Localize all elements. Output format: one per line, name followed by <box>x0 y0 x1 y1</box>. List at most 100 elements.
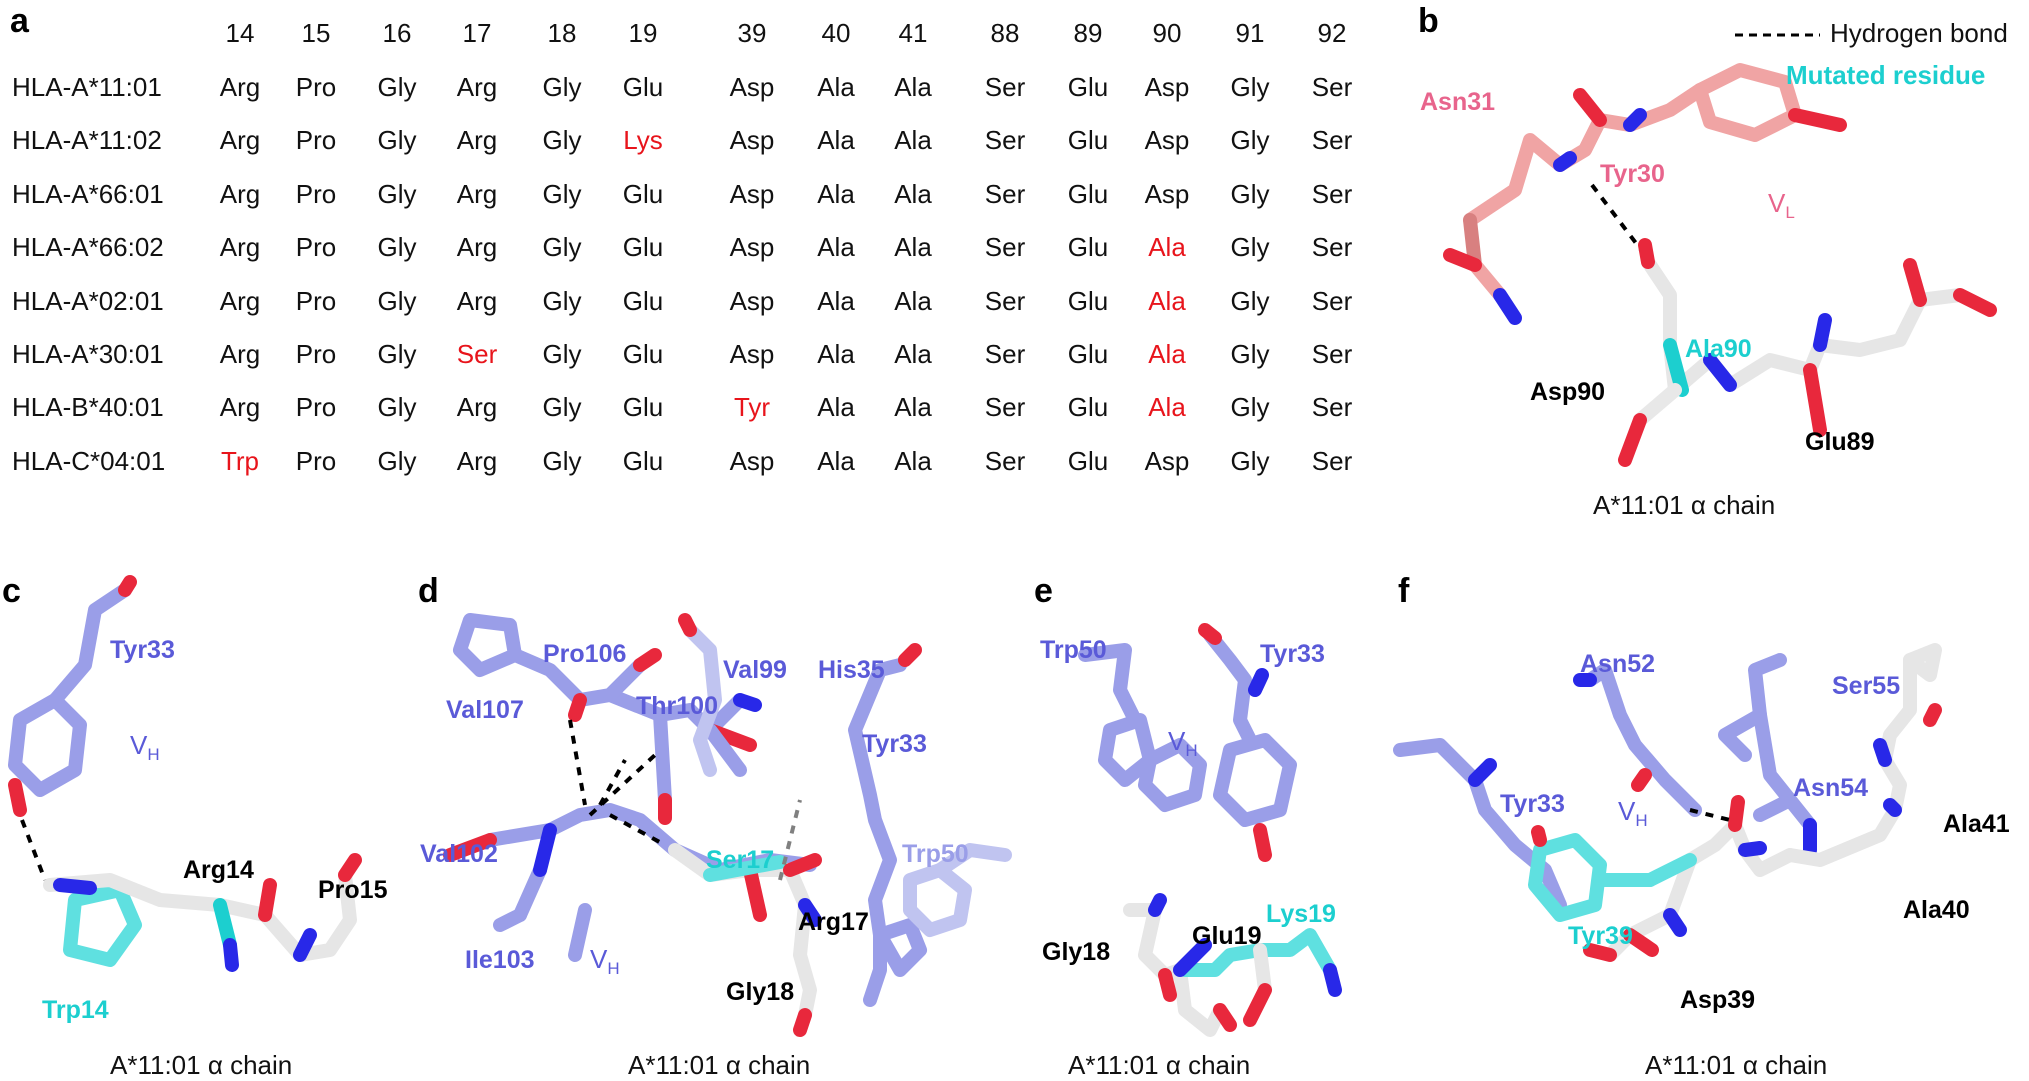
residue-cell: Asp <box>1144 445 1190 476</box>
residue-cell: Gly <box>1230 445 1270 476</box>
residue-cell: Ser <box>984 392 1026 423</box>
panel-label-a: a <box>10 2 29 40</box>
panel-label-c: c <box>2 572 21 610</box>
residue-cell: Gly <box>1230 285 1270 316</box>
mutated-legend-label: Mutated residue <box>1786 60 1986 90</box>
label-pro15: Pro15 <box>318 876 388 904</box>
residue-cell: Pro <box>295 392 337 423</box>
label-tyr33-e: Tyr33 <box>1260 640 1325 668</box>
label-ala90: Ala90 <box>1685 335 1752 363</box>
residue-cell: Ala <box>817 72 855 102</box>
residue-cell: Glu <box>1067 232 1109 263</box>
residue-cell: Asp <box>729 125 775 156</box>
residue-cell: Pro <box>295 125 337 156</box>
residue-cell: Gly <box>542 339 582 369</box>
label-asn31: Asn31 <box>1420 88 1496 116</box>
residue-cell: Asp <box>729 178 775 209</box>
residue-cell: Gly <box>377 339 417 369</box>
label-vh-f: VH <box>1618 796 1648 831</box>
residue-cell: Glu <box>1067 285 1109 316</box>
residue-cell: Gly <box>1230 339 1270 369</box>
residue-cell: Ser <box>984 125 1026 156</box>
residue-cell: Ala <box>1148 285 1186 316</box>
residue-cell: Glu <box>1067 178 1109 209</box>
residue-cell: Arg <box>219 125 261 156</box>
residue-cell: Gly <box>1230 178 1270 209</box>
residue-cell: Ser <box>1311 445 1353 476</box>
label-pro106: Pro106 <box>543 640 627 668</box>
residue-cell: Lys <box>623 125 663 156</box>
residue-cell: Ala <box>1148 232 1186 263</box>
residue-cell: Asp <box>729 72 775 102</box>
residue-cell: Ser <box>1311 232 1353 263</box>
residue-cell: Ser <box>984 445 1026 476</box>
allele-name: HLA-A*11:01 <box>12 72 162 102</box>
caption-e: A*11:01 α chain <box>1068 1050 1251 1080</box>
residue-cell: Gly <box>377 445 417 476</box>
residue-cell: Arg <box>219 232 261 263</box>
panel-b-structure <box>1443 33 1997 467</box>
residue-cell: Ser <box>984 232 1026 263</box>
position-header: 89 <box>1073 18 1103 48</box>
residue-cell: Gly <box>542 285 582 316</box>
residue-cell: Ala <box>817 392 855 423</box>
residue-cell: Asp <box>729 339 775 369</box>
residue-cell: Ala <box>817 178 855 209</box>
position-header: 92 <box>1317 18 1347 48</box>
residue-cell: Ala <box>894 285 932 316</box>
residue-cell: Ser <box>1311 392 1353 423</box>
residue-cell: Ala <box>1148 392 1186 423</box>
residue-cell: Gly <box>377 232 417 263</box>
residue-cell: Pro <box>295 339 337 369</box>
allele-name: HLA-A*30:01 <box>12 339 164 369</box>
panel-label-e: e <box>1034 572 1053 610</box>
label-vl: VL <box>1768 188 1795 223</box>
residue-cell: Ser <box>1311 72 1353 102</box>
residue-cell: Glu <box>1067 445 1109 476</box>
residue-cell: Arg <box>456 72 498 102</box>
residue-cell: Gly <box>542 232 582 263</box>
residue-cell: Arg <box>456 285 498 316</box>
residue-cell: Asp <box>729 232 775 263</box>
residue-cell: Gly <box>1230 72 1270 102</box>
label-tyr33-d: Tyr33 <box>862 730 927 758</box>
label-gly18-d: Gly18 <box>726 978 795 1006</box>
position-header: 41 <box>898 18 928 48</box>
label-asn52: Asn52 <box>1580 650 1656 678</box>
residue-cell: Pro <box>295 445 337 476</box>
residue-cell: Ala <box>894 445 932 476</box>
residue-cell: Gly <box>377 178 417 209</box>
residue-cell: Ala <box>1148 339 1186 369</box>
residue-cell: Glu <box>622 178 664 209</box>
residue-cell: Ala <box>894 339 932 369</box>
residue-cell: Ala <box>817 339 855 369</box>
caption-c: A*11:01 α chain <box>110 1050 293 1080</box>
position-header: 15 <box>301 18 331 48</box>
label-asn54: Asn54 <box>1793 774 1869 802</box>
allele-name: HLA-A*11:02 <box>12 125 162 156</box>
residue-cell: Glu <box>1067 392 1109 423</box>
residue-cell: Ser <box>1311 125 1353 156</box>
residue-cell: Ala <box>894 72 932 102</box>
hbond-legend-label: Hydrogen bond <box>1830 18 2008 48</box>
label-val107: Val107 <box>446 696 524 724</box>
residue-cell: Ala <box>894 392 932 423</box>
position-header: 19 <box>628 18 658 48</box>
caption-b: A*11:01 α chain <box>1593 490 1776 520</box>
label-val99: Val99 <box>723 656 787 684</box>
residue-cell: Tyr <box>733 392 771 423</box>
panel-label-d: d <box>418 572 439 610</box>
residue-cell: Ser <box>1311 339 1353 369</box>
residue-cell: Gly <box>542 72 582 102</box>
label-asp39: Asp39 <box>1680 986 1756 1014</box>
label-vh-c: VH <box>130 730 160 765</box>
residue-cell: Ala <box>817 125 855 156</box>
residue-cell: Arg <box>456 178 498 209</box>
position-header: 90 <box>1152 18 1182 48</box>
residue-cell: Ser <box>984 72 1026 102</box>
residue-cell: Pro <box>295 178 337 209</box>
residue-cell: Gly <box>542 178 582 209</box>
label-ile103: Ile103 <box>465 946 535 974</box>
allele-name: HLA-A*02:01 <box>12 285 164 316</box>
label-val102: Val102 <box>420 840 498 868</box>
